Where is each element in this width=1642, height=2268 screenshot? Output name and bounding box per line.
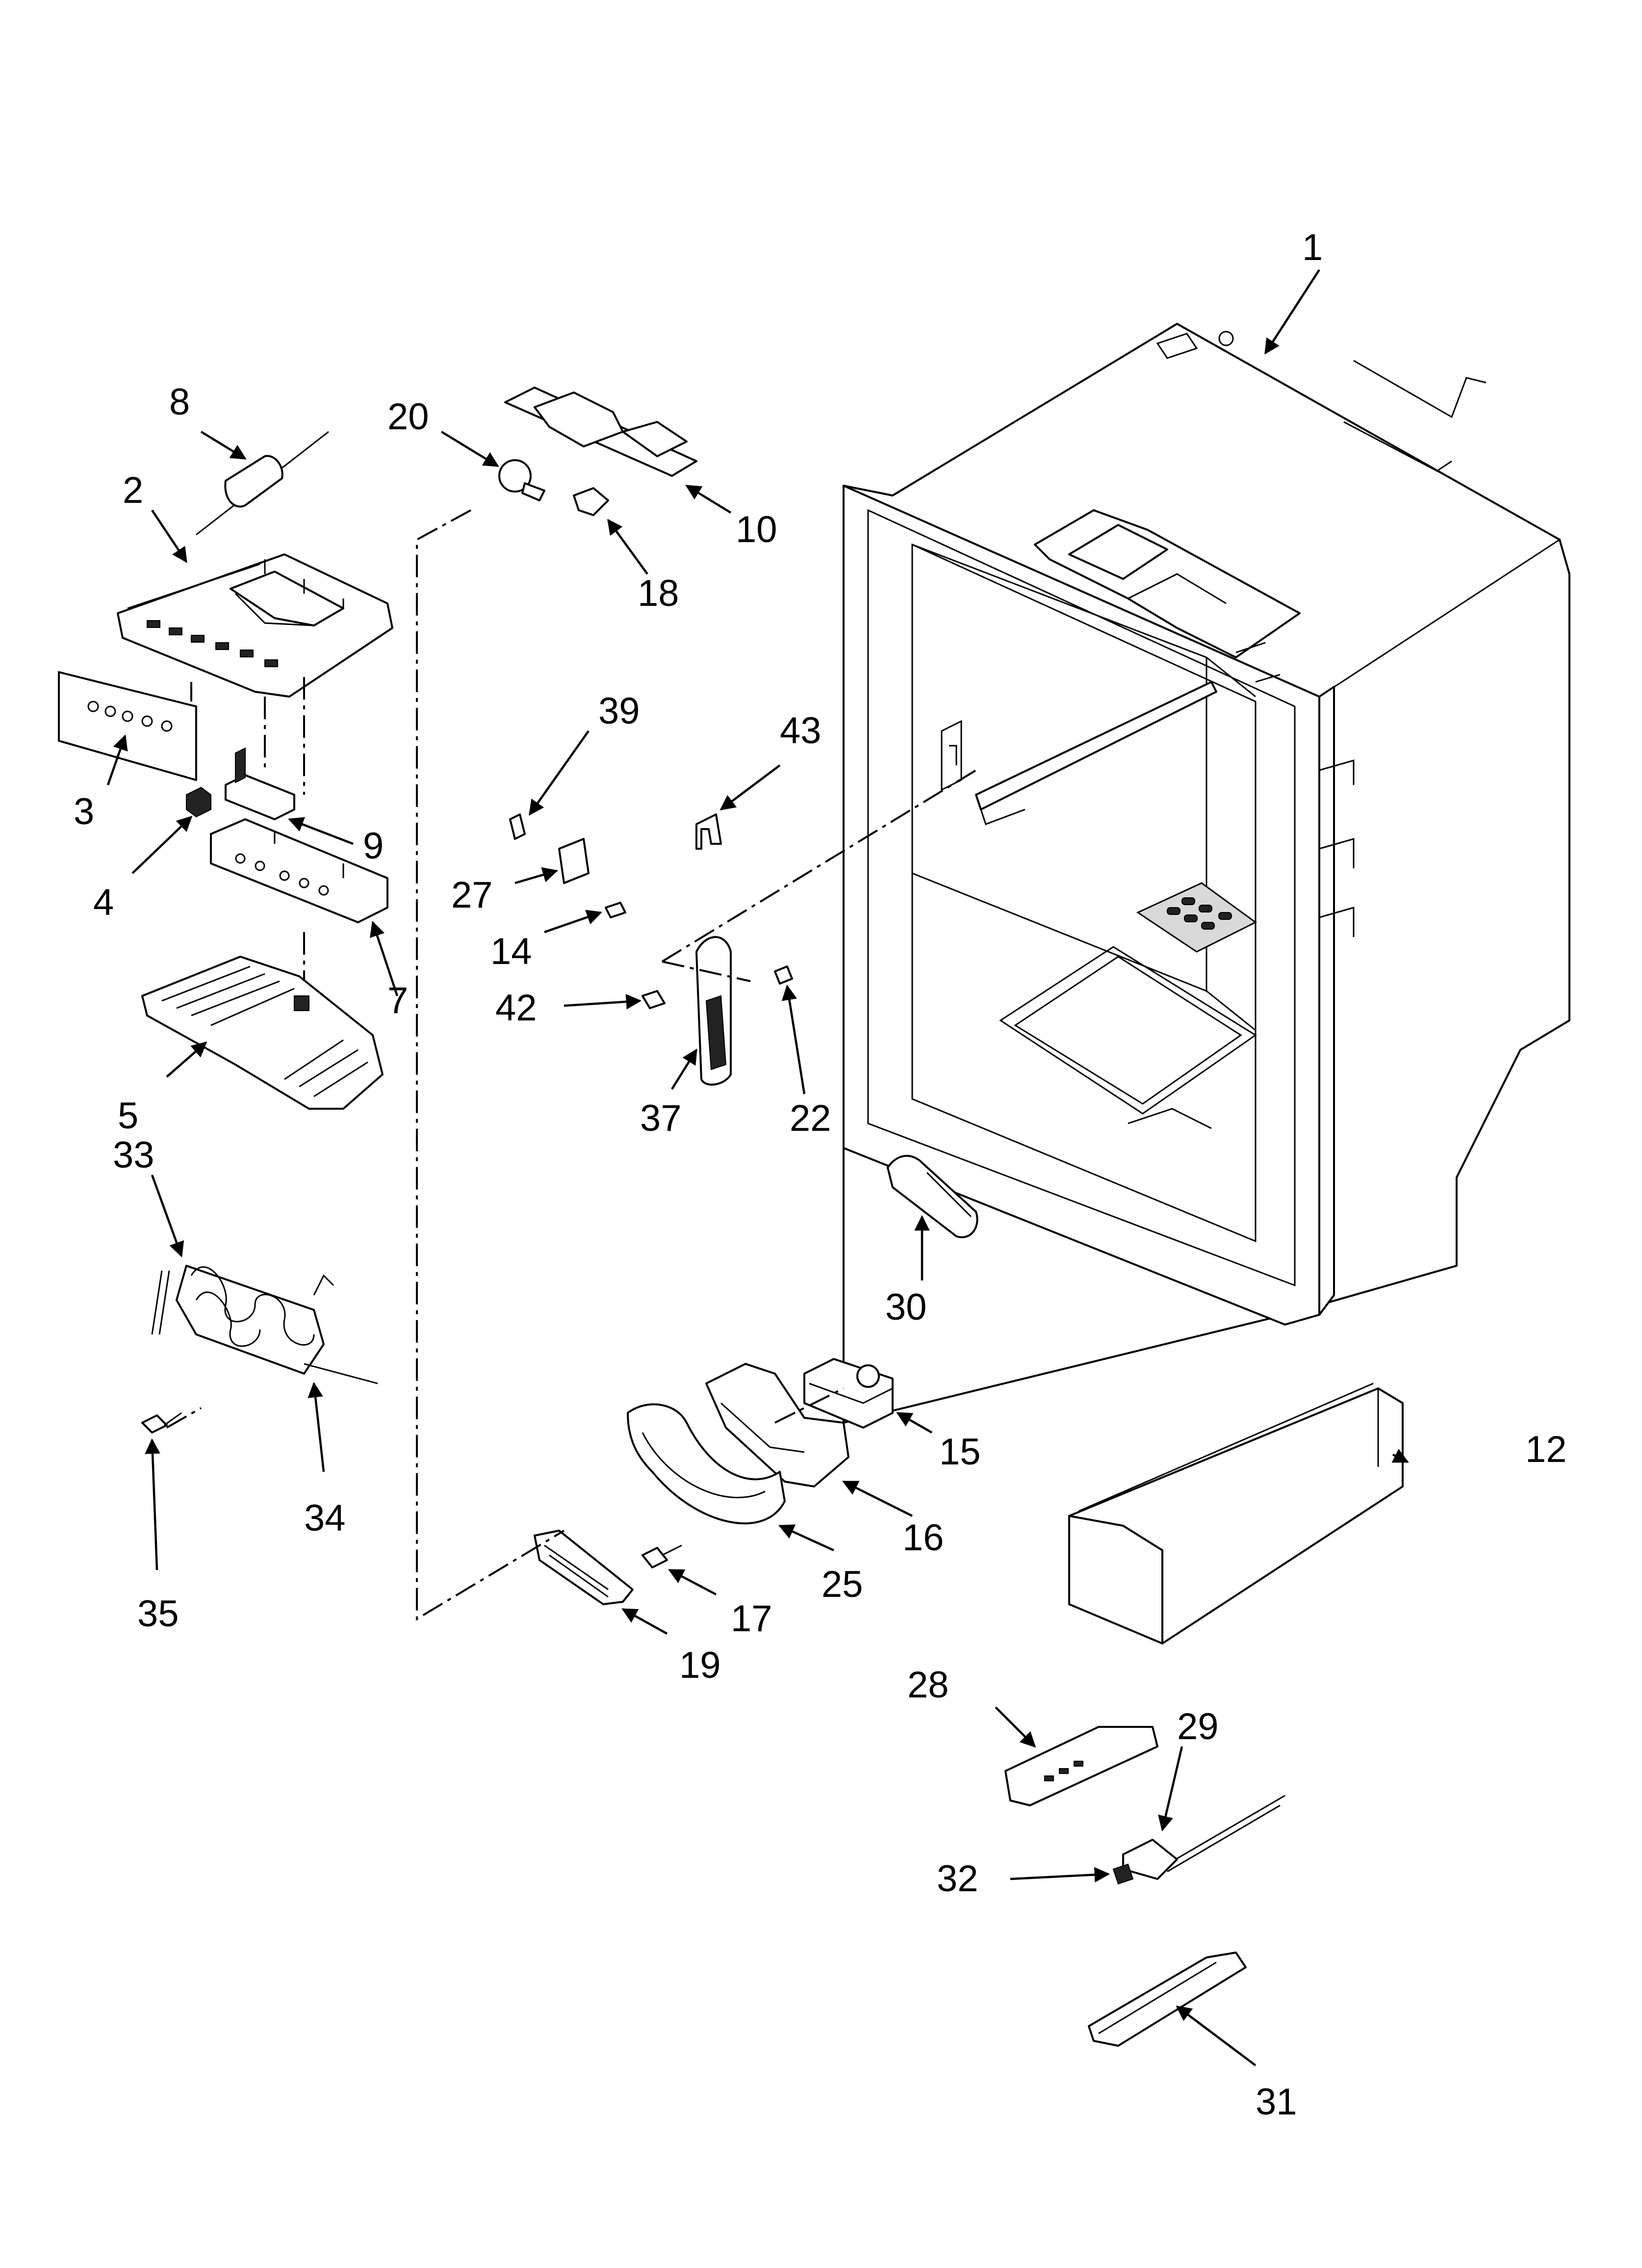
light-housing (504, 387, 697, 477)
callout-2: 2 (123, 469, 143, 511)
callout-22: 22 (790, 1097, 831, 1139)
channel-part-31 (1088, 1952, 1247, 2047)
callout-7: 7 (387, 980, 408, 1021)
valve-part-15 (803, 1358, 894, 1429)
callout-27: 27 (451, 874, 493, 916)
leader-lines (106, 269, 1409, 2066)
board-part-9 (225, 747, 295, 820)
pad-part-19 (534, 1530, 634, 1605)
callout-42: 42 (495, 987, 537, 1029)
callout-28: 28 (907, 1664, 949, 1706)
callout-14: 14 (490, 931, 532, 972)
callout-9: 9 (363, 825, 384, 867)
callout-4: 4 (93, 882, 114, 923)
bin-part-12 (1068, 1382, 1404, 1644)
callout-5: 5 (118, 1095, 138, 1137)
control-board (210, 818, 388, 923)
callout-10: 10 (736, 509, 777, 550)
callout-1: 1 (1302, 227, 1323, 268)
callout-3: 3 (74, 791, 94, 833)
callout-33: 33 (113, 1134, 154, 1176)
callout-43: 43 (780, 710, 821, 752)
callout-30: 30 (885, 1286, 927, 1328)
callout-37: 37 (640, 1097, 682, 1139)
callout-20: 20 (387, 396, 429, 438)
screw-part-17 (641, 1544, 682, 1568)
callout-15: 15 (939, 1431, 981, 1473)
arm-part-25 (627, 1403, 786, 1525)
callout-12: 12 (1525, 1429, 1567, 1470)
screw-part-22 (774, 965, 793, 985)
housing-part-28 (1004, 1726, 1158, 1806)
callout-25: 25 (821, 1564, 863, 1605)
bezel-strip (58, 671, 197, 781)
hook-part-43 (695, 813, 722, 850)
callout-31: 31 (1256, 2081, 1297, 2123)
callout-35: 35 (137, 1593, 179, 1635)
bracket-part-37 (695, 936, 732, 1086)
bulb-part-20 (498, 459, 545, 501)
callout-labels: 1 2 3 4 5 7 8 9 10 12 14 15 16 17 18 19 … (74, 227, 1567, 2123)
alignment-lines (166, 509, 977, 1621)
screw-part-35 (141, 1412, 182, 1434)
cabinet-liner (843, 323, 1570, 1424)
callout-29: 29 (1177, 1706, 1219, 1747)
sensor-part-29-32 (1112, 1795, 1285, 1885)
callout-32: 32 (937, 1858, 978, 1900)
actuator-part-16 (705, 1363, 849, 1487)
socket-part-18 (573, 487, 609, 516)
callout-18: 18 (638, 573, 679, 614)
switch-part-4 (186, 786, 211, 818)
callout-16: 16 (902, 1517, 944, 1559)
cylinder-part-30 (887, 1155, 978, 1238)
clip-part-42 (641, 990, 666, 1009)
louvered-cover (141, 956, 384, 1110)
callout-17: 17 (731, 1598, 772, 1640)
clip-part-39 (509, 813, 526, 840)
callout-19: 19 (679, 1644, 721, 1686)
callout-8: 8 (169, 381, 190, 423)
callout-39: 39 (598, 690, 640, 732)
heater-assembly (151, 1265, 378, 1384)
control-housing (117, 553, 393, 698)
bracket-part-27 (558, 838, 590, 884)
callout-34: 34 (304, 1497, 346, 1539)
nut-part-14 (605, 902, 626, 918)
cylinder-part-8 (196, 431, 329, 536)
